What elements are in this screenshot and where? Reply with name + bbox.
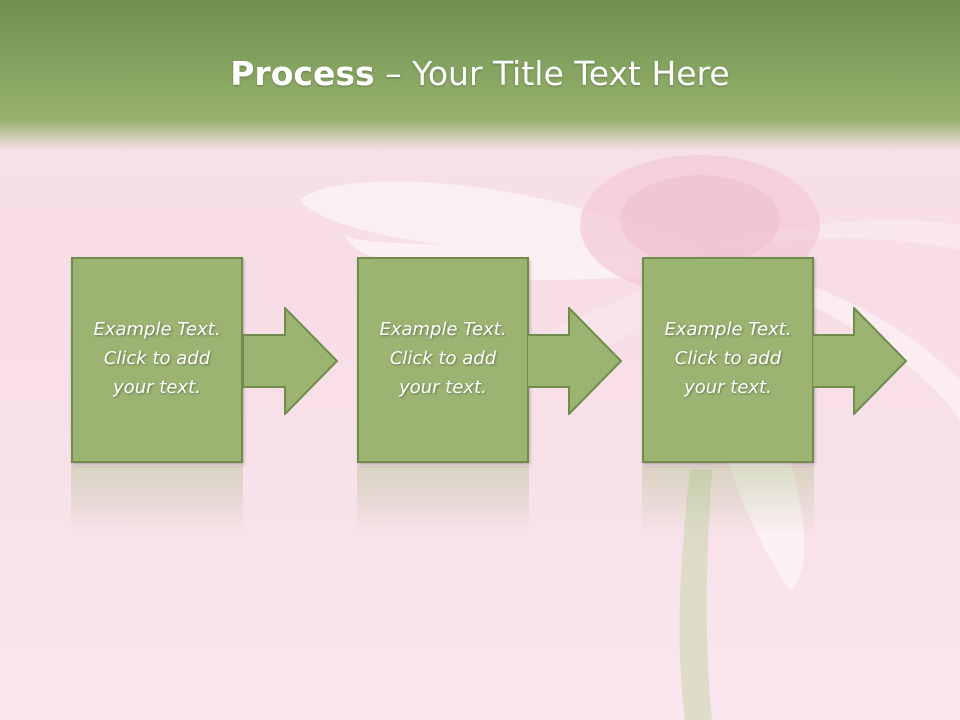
- step-1-line-1: Example Text.: [93, 319, 221, 340]
- step-3-line-1: Example Text.: [664, 319, 792, 340]
- step-3-line-2: Click to add: [674, 348, 782, 369]
- process-step-text-2: Example Text. Click to add your text.: [363, 315, 523, 402]
- title-strong: Process: [230, 54, 375, 93]
- arrow-right-icon: [527, 307, 623, 415]
- title-band: [0, 0, 960, 150]
- process-step-box-3[interactable]: Example Text. Click to add your text.: [642, 257, 814, 463]
- step-box-reflection: [71, 466, 243, 536]
- step-box-reflection: [642, 466, 814, 536]
- step-2-line-2: Click to add: [389, 348, 497, 369]
- process-step-text-3: Example Text. Click to add your text.: [648, 315, 808, 402]
- step-2-line-1: Example Text.: [379, 319, 507, 340]
- process-step-box-2[interactable]: Example Text. Click to add your text.: [357, 257, 529, 463]
- step-box-reflection: [357, 466, 529, 536]
- step-1-line-3: your text.: [113, 377, 201, 398]
- process-step-box-1[interactable]: Example Text. Click to add your text.: [71, 257, 243, 463]
- step-1-line-2: Click to add: [103, 348, 211, 369]
- process-step-text-1: Example Text. Click to add your text.: [77, 315, 237, 402]
- arrow-right-icon: [243, 307, 339, 415]
- arrow-right-icon: [812, 307, 908, 415]
- slide-title[interactable]: Process – Your Title Text Here: [0, 52, 960, 96]
- step-2-line-3: your text.: [399, 377, 487, 398]
- title-rest: – Your Title Text Here: [374, 54, 730, 93]
- step-3-line-3: your text.: [684, 377, 772, 398]
